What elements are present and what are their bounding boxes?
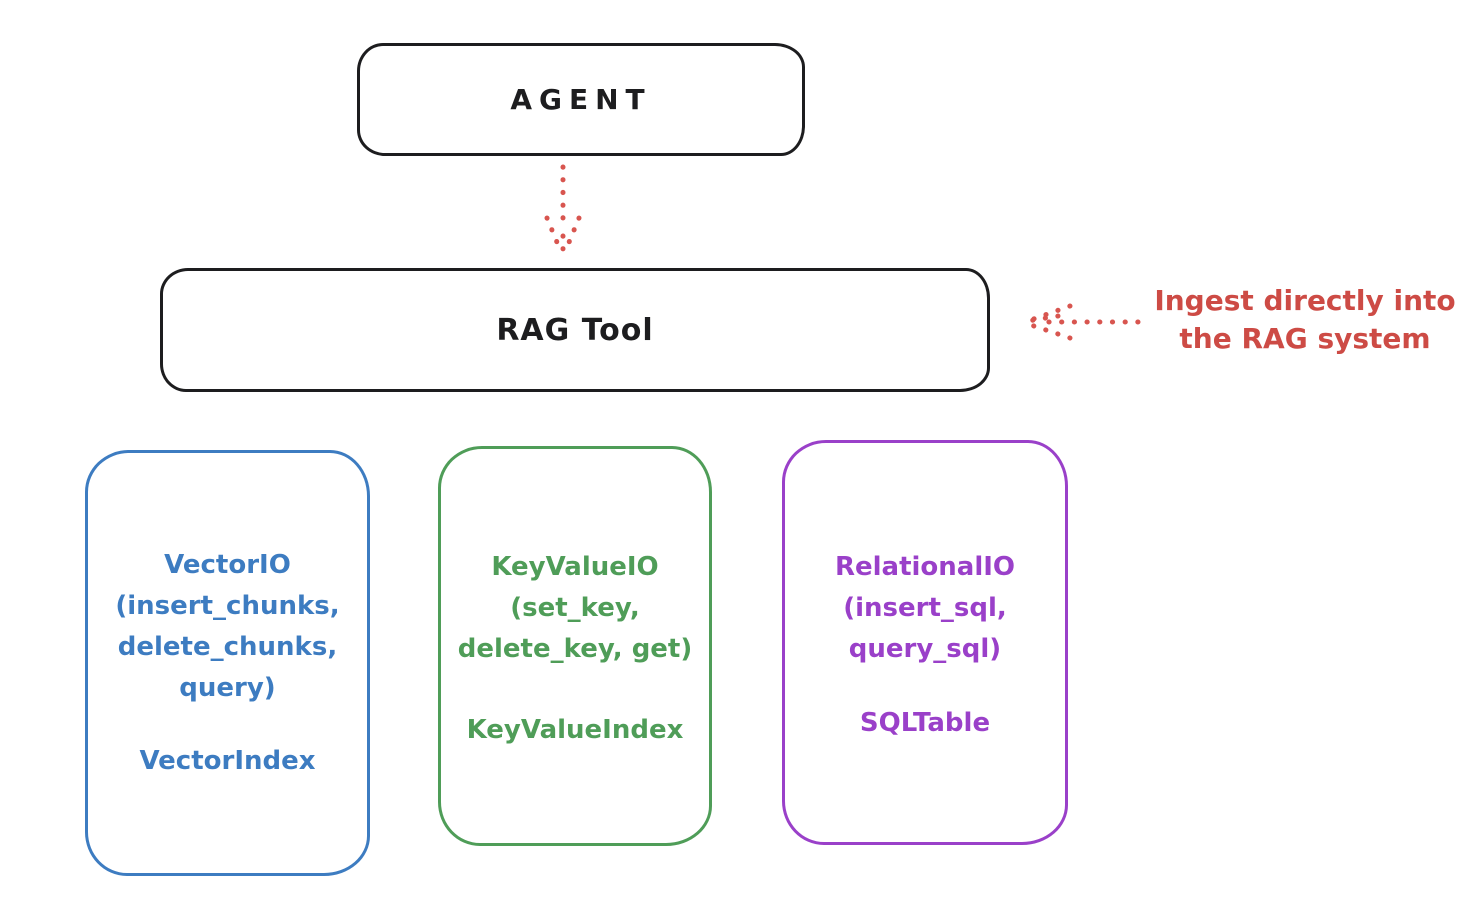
- keyvalue-io-line: delete_key, get): [457, 634, 693, 664]
- vector-io-line: delete_chunks,: [117, 632, 338, 662]
- relational-io-line: RelationalIO: [834, 552, 1016, 582]
- keyvalue-io-line: KeyValueIO: [491, 552, 659, 582]
- relational-io-line: query_sql): [848, 634, 1002, 664]
- keyvalue-index-label: KeyValueIndex: [466, 715, 684, 745]
- ingest-annotation-line2: the RAG system: [1179, 322, 1431, 355]
- vector-io-line: (insert_chunks,: [115, 591, 340, 621]
- relational-io-line: (insert_sql,: [843, 593, 1007, 623]
- vector-io-line: query): [179, 673, 276, 703]
- vector-io-box: VectorIO (insert_chunks, delete_chunks, …: [85, 450, 370, 876]
- vector-index-label: VectorIndex: [139, 746, 316, 776]
- rag-tool-box: RAG Tool: [160, 268, 990, 392]
- ingest-annotation-line1: Ingest directly into: [1154, 284, 1456, 317]
- agent-box: AGENT: [357, 43, 805, 156]
- sql-table-label: SQLTable: [859, 708, 991, 738]
- dotted-down-arrow-icon: [544, 164, 582, 264]
- keyvalue-io-box: KeyValueIO (set_key, delete_key, get) Ke…: [438, 446, 712, 846]
- keyvalue-io-line: (set_key,: [510, 593, 640, 623]
- ingest-annotation: Ingest directly into the RAG system: [1130, 282, 1480, 358]
- rag-tool-label: RAG Tool: [496, 312, 654, 348]
- relational-io-box: RelationalIO (insert_sql, query_sql) SQL…: [782, 440, 1068, 845]
- vector-io-line: VectorIO: [164, 550, 291, 580]
- dotted-left-arrow-icon: [1019, 303, 1141, 341]
- agent-label: AGENT: [510, 83, 652, 116]
